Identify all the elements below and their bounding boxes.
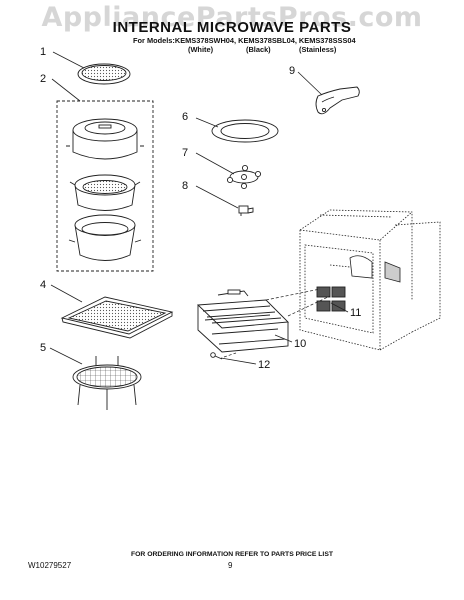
steamer-assembly-outline xyxy=(56,100,154,272)
callout-4: 4 xyxy=(40,279,46,291)
ordering-note: FOR ORDERING INFORMATION REFER TO PARTS … xyxy=(130,551,334,558)
part-11-brackets xyxy=(316,286,346,312)
models-line: For Models:KEMS378SWH04, KEMS378SBL04, K… xyxy=(133,36,356,45)
part-1-mesh-cover xyxy=(77,63,131,85)
callout-7: 7 xyxy=(182,147,188,159)
callout-6: 6 xyxy=(182,111,188,123)
callout-1: 1 xyxy=(40,46,46,58)
part-6-turntable xyxy=(211,119,279,143)
part-9-handle xyxy=(315,86,360,115)
part-8-coupler xyxy=(238,205,254,216)
document-number: W10279527 xyxy=(28,561,72,570)
callout-11: 11 xyxy=(350,307,361,319)
leader-lines xyxy=(49,51,349,365)
watermark: AppliancePartsPros.com xyxy=(41,2,423,33)
page-number: 9 xyxy=(228,561,233,570)
assembly-lines xyxy=(223,288,331,358)
callout-5: 5 xyxy=(40,342,46,354)
part-2-steamer-basket xyxy=(69,174,141,211)
variant-stainless: (Stainless) xyxy=(299,45,337,54)
microwave-cavity xyxy=(299,209,441,351)
callout-numbers: 1 2 4 5 6 7 8 9 10 11 12 xyxy=(40,46,361,371)
callout-8: 8 xyxy=(182,180,188,192)
part-2-steamer-lid xyxy=(66,118,144,160)
page-title: INTERNAL MICROWAVE PARTS xyxy=(112,19,352,36)
part-5-cooking-rack xyxy=(72,356,142,410)
part-4-crisper-pan xyxy=(60,296,174,339)
callout-9: 9 xyxy=(289,65,295,77)
part-2-steamer-bowl xyxy=(68,214,142,261)
callout-12: 12 xyxy=(258,359,270,371)
callout-2: 2 xyxy=(40,73,46,85)
variant-black: (Black) xyxy=(246,45,271,54)
part-7-roller-support xyxy=(226,164,262,190)
part-10-grill-element xyxy=(196,289,289,353)
callout-10: 10 xyxy=(294,338,306,350)
variant-white: (White) xyxy=(188,45,214,54)
part-12-screw xyxy=(210,352,223,360)
